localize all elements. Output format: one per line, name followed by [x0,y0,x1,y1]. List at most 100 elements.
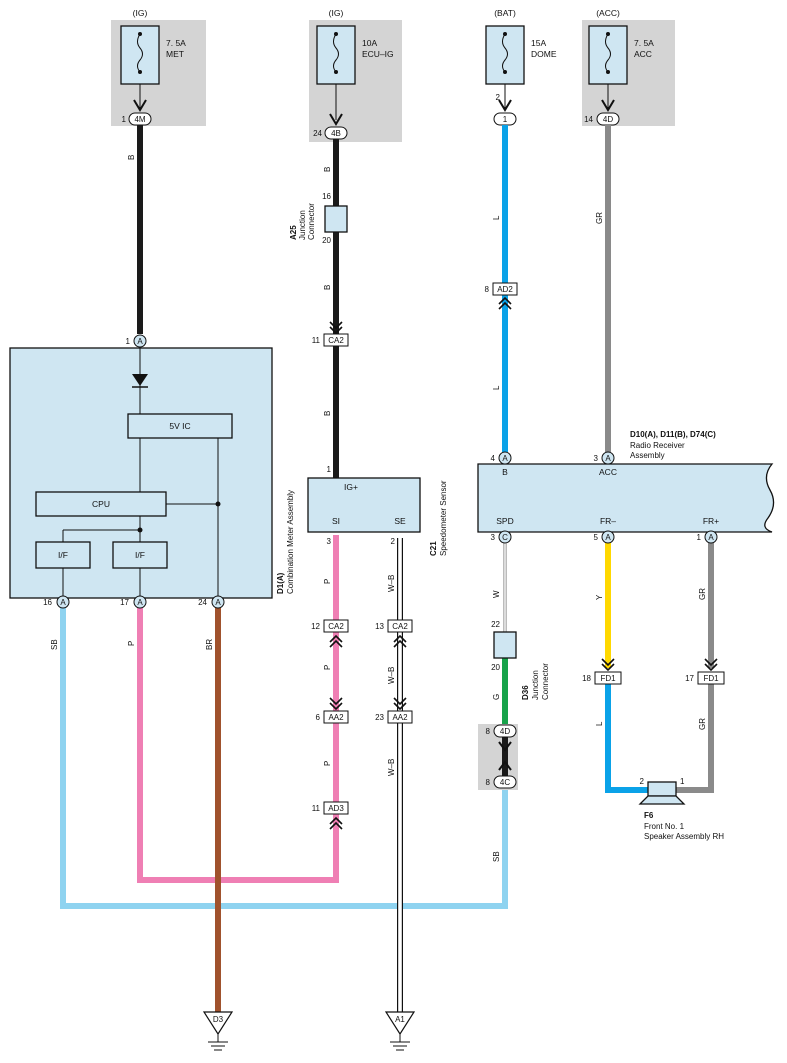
speaker-line2: Speaker Assembly RH [644,832,724,841]
meter-pin24: 24 [198,598,207,607]
radio-label-spd: SPD [496,516,513,526]
lbl-gr3: GR [698,718,707,730]
ad2-name: AD2 [497,285,513,294]
fuse-met-pin: 1 [122,115,127,124]
wire-labels: B B B B L L GR SB P BR P P P W–B W–B W–B… [50,155,707,862]
lbl-br: BR [205,639,214,650]
c4c-name: 4C [500,778,510,787]
lbl-b4: B [323,411,332,416]
ca2a-pin: 11 [312,336,321,345]
radio-pin-b-conn: A [502,454,508,463]
lbl-p-meter: P [127,641,136,646]
fuse-acc-source: (ACC) [596,8,620,18]
ic-5v [127,413,233,439]
fuse-met-amp: 7. 5A [166,38,186,48]
inline-connectors: CA2 11 AD2 8 CA2 12 CA2 13 AA2 6 AA2 23 … [311,282,725,830]
speedo-pin-si: 3 [327,537,332,546]
radio-pin-acc: 3 [594,454,599,463]
speedo-code: C21 [429,541,438,556]
fuse-ecu-amp: 10A [362,38,377,48]
lbl-wb2: W–B [387,667,396,684]
radio-receiver: D10(A), D11(B), D74(C) Radio Receiver As… [477,430,775,544]
radio-pin-frplus-conn: A [708,533,714,542]
lbl-b3: B [323,285,332,290]
ca2a-name: CA2 [328,336,344,345]
fuse-dome-pin: 2 [496,93,501,102]
lbl-p3: P [323,761,332,766]
lbl-l2: L [492,385,501,390]
meter-pin17: 17 [120,598,129,607]
cpu-label: CPU [92,499,110,509]
fd1a-name: FD1 [600,674,616,683]
speedo-pin-ig: 1 [327,465,332,474]
radio-pin-frminus: 5 [594,533,599,542]
wire-l-speaker [605,684,648,793]
aa2b-pin: 23 [375,713,384,722]
meter-pin16: 16 [43,598,52,607]
fuse-met: (IG) 7. 5A MET 4M 1 [111,8,206,126]
radio-label-acc: ACC [599,467,617,477]
d36-line2: Connector [541,663,550,700]
fuse-acc-amp: 7. 5A [634,38,654,48]
meter-power-pin: 1 [126,337,131,346]
speedo-pin-se: 2 [391,537,396,546]
fuse-acc-name: ACC [634,49,652,59]
if-1 [35,541,91,569]
d36-pin-in: 22 [491,620,500,629]
meter-code: D1(A) [276,572,285,594]
speaker-code: F6 [644,811,654,820]
c4c-pin: 8 [486,778,491,787]
meter-pin16-conn: A [60,598,66,607]
lbl-wb3: W–B [387,759,396,776]
radio-pin-spd-conn: C [502,533,508,542]
fuse-met-conn: 4M [134,115,145,124]
radio-pin-frplus: 1 [697,533,702,542]
fd1b-pin: 17 [685,674,694,683]
speaker-line1: Front No. 1 [644,822,685,831]
aa2b-name: AA2 [392,713,408,722]
fuse-dome-amp: 15A [531,38,546,48]
fuse-met-name: MET [166,49,184,59]
speedo-si-label: SI [332,516,340,526]
fuse-ecu-conn: 4B [331,129,341,138]
radio-label-frminus: FR– [600,516,616,526]
d36-line1: Junction [531,670,540,700]
lbl-b2: B [323,167,332,172]
lbl-sb2: SB [492,851,501,862]
a25-pin-out: 20 [322,236,331,245]
radio-pin-spd: 3 [491,533,496,542]
speedo-name: Speedometer Sensor [439,480,448,556]
ca2c-name: CA2 [392,622,408,631]
connector-4d-4c: 4D 8 4C 8 [478,724,518,790]
fuse-acc: (ACC) 7. 5A ACC 4D 14 [582,8,675,126]
fuse-acc-pin: 14 [584,115,593,124]
radio-pin-frminus-conn: A [605,533,611,542]
lbl-l3: L [595,721,604,726]
speaker-pin-minus: 2 [640,777,645,786]
speedo-ig-label: IG+ [344,482,358,492]
lbl-y1: Y [595,594,604,600]
fd1a-pin: 18 [582,674,591,683]
aa2a-name: AA2 [328,713,344,722]
lbl-p1: P [323,579,332,584]
radio-label-b: B [502,467,508,477]
radio-box [477,463,775,533]
if2-label: I/F [135,550,145,560]
meter-pin24-conn: A [215,598,221,607]
wire-sb [60,606,508,909]
speedo-se-label: SE [394,516,406,526]
fuse-acc-conn: 4D [603,115,613,124]
junction-d36: 22 20 D36 Junction Connector [491,620,550,700]
fuse-ecu-ig: (IG) 10A ECU–IG 4B 24 [309,8,402,142]
ground-a1: A1 [384,1011,416,1051]
ground-d3-label: D3 [213,1015,224,1024]
meter-power-conn: A [137,337,143,346]
fuse-icon [605,33,611,73]
lbl-b1: B [127,155,136,160]
ad3-name: AD3 [328,804,344,813]
lbl-p2: P [323,665,332,670]
ad2-pin: 8 [485,285,490,294]
ad3-pin: 11 [312,804,321,813]
meter-name: Combination Meter Assembly [286,490,295,594]
